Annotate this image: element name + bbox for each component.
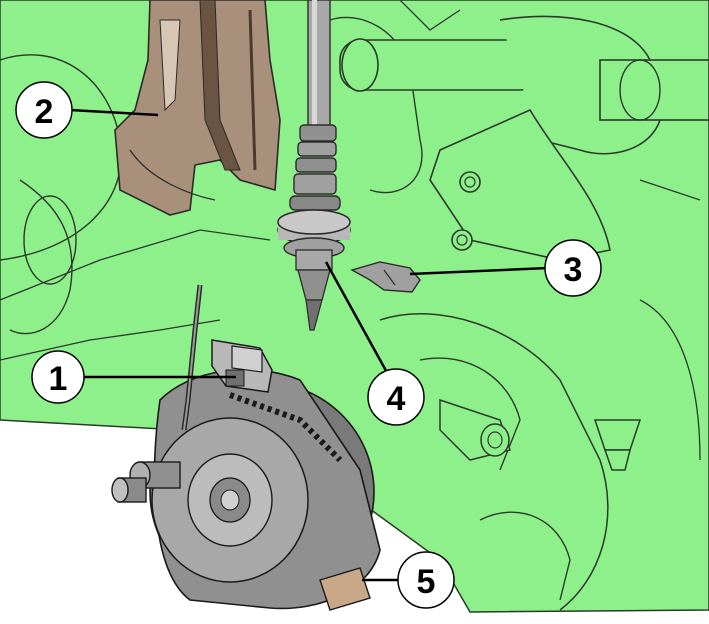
callout-2-label: 2	[35, 93, 54, 131]
callout-5: 5	[397, 551, 455, 609]
cable-icon	[181, 284, 203, 431]
callout-line-2	[69, 108, 159, 117]
speedometer-cable-end	[277, 0, 351, 331]
retaining-clip	[350, 261, 421, 293]
callout-4-label: 4	[387, 380, 406, 418]
callout-1-label: 1	[49, 360, 68, 398]
shift-fork	[114, 0, 281, 216]
callout-3: 3	[544, 239, 602, 297]
bolt-hole-left	[23, 195, 77, 285]
callout-3-label: 3	[564, 251, 583, 289]
callout-lines	[69, 108, 549, 582]
disc-wear-pad	[319, 567, 371, 611]
callout-line-4	[324, 261, 392, 379]
callout-4: 4	[367, 368, 425, 426]
disc-shaft	[111, 461, 181, 503]
callout-line-3	[409, 266, 549, 276]
drain-plug	[439, 398, 511, 461]
breather-valve	[593, 419, 642, 471]
callout-2: 2	[15, 81, 73, 139]
gear-cover-icon	[111, 368, 381, 611]
callout-1: 1	[31, 350, 85, 404]
bolt-lower	[451, 229, 473, 251]
shift-mechanism	[339, 15, 709, 261]
bolt-upper	[459, 171, 481, 193]
callout-5-label: 5	[417, 563, 436, 601]
